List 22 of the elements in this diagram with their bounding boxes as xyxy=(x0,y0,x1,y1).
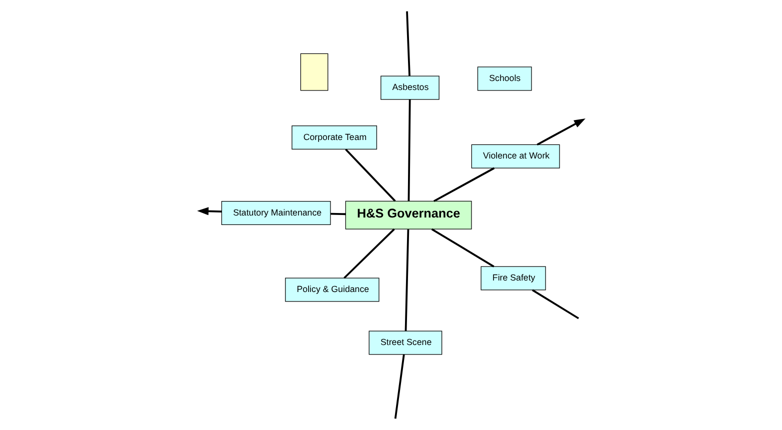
node-box: Corporate Team xyxy=(291,125,377,150)
connector xyxy=(430,228,494,268)
arrow xyxy=(196,207,222,216)
node-box: Schools xyxy=(476,66,532,91)
connector xyxy=(404,229,409,331)
connector xyxy=(344,148,396,202)
connector xyxy=(407,100,410,202)
node-box: Policy & Guidance xyxy=(284,278,379,302)
connector xyxy=(330,212,346,216)
node-box: Fire Safety xyxy=(480,266,546,290)
node-box: Violence at Work xyxy=(470,144,560,168)
node-box: Statutory Maintenance xyxy=(220,200,330,225)
node-box: Asbestos xyxy=(380,76,439,100)
connector xyxy=(406,11,410,76)
connector xyxy=(432,167,494,202)
node-box: H&S Governance xyxy=(344,200,472,230)
connector xyxy=(343,228,394,279)
node-box xyxy=(300,53,328,91)
connector xyxy=(531,289,579,320)
node-box: Street Scene xyxy=(368,330,442,355)
arrow xyxy=(536,118,585,146)
connector xyxy=(394,354,404,419)
